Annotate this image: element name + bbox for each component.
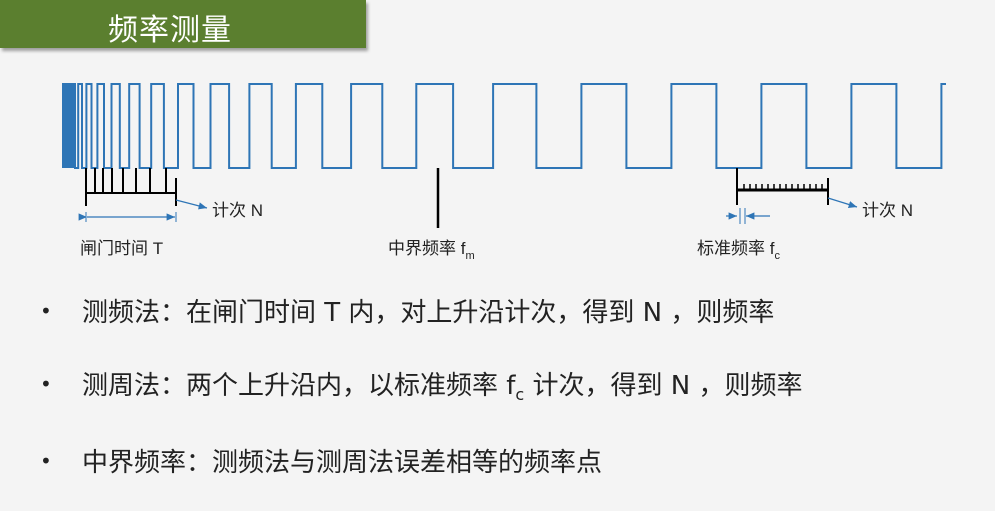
count-arrow-left xyxy=(175,199,208,210)
standard-freq-label: 标准频率 fc xyxy=(697,239,780,262)
gate-bracket xyxy=(85,168,177,206)
bullet-dot-icon: • xyxy=(40,449,52,473)
standard-freq-subscript: c xyxy=(774,250,780,262)
bullet-text: 中界频率：测频法与测周法误差相等的频率点 xyxy=(82,448,603,478)
period-bracket xyxy=(736,168,829,205)
standard-clock-ticks xyxy=(743,184,823,191)
bullet-period-method: • 测周法：两个上升沿内，以标准频率 fc 计次，得到 N ，则频率 xyxy=(40,365,802,404)
bullet-subscript: c xyxy=(515,385,525,404)
count-label-left: 计次 N xyxy=(212,201,263,220)
gate-time-label: 闸门时间 T xyxy=(80,239,163,258)
critical-freq-subscript: m xyxy=(465,250,474,262)
count-arrow-right xyxy=(827,197,858,208)
dense-wave-start xyxy=(63,84,75,168)
bullet-critical-frequency: • 中界频率：测频法与测周法误差相等的频率点 xyxy=(40,442,602,479)
bullet-dot-icon: • xyxy=(40,372,52,396)
bullet-text: 测频法：在闸门时间 T 内，对上升沿计次，得到 N ，则频率 xyxy=(82,298,775,328)
critical-freq-label: 中界频率 fm xyxy=(388,239,475,262)
bullet-frequency-method: • 测频法：在闸门时间 T 内，对上升沿计次，得到 N ，则频率 xyxy=(40,292,774,329)
square-wave-signal xyxy=(62,83,946,169)
bullet-text-pre: 测周法：两个上升沿内，以标准频率 f xyxy=(82,371,516,401)
page-title: 频率测量 xyxy=(108,13,232,48)
title-bar: 频率测量 xyxy=(0,0,366,48)
count-label-right: 计次 N xyxy=(862,201,913,220)
bullet-dot-icon: • xyxy=(40,299,52,323)
bullet-text-post: 计次，得到 N ，则频率 xyxy=(524,371,803,401)
